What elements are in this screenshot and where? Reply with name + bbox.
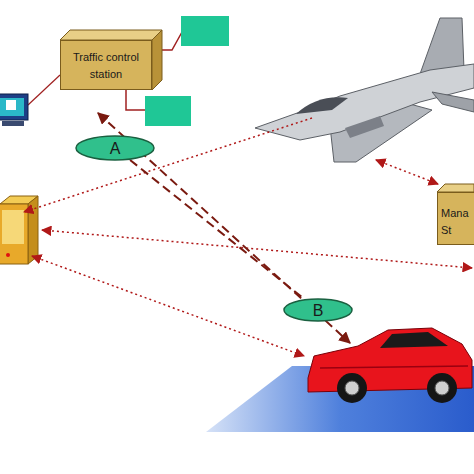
jet-stabilizer (432, 92, 474, 112)
computer-icon (6, 100, 16, 110)
jet-fuselage (255, 64, 474, 140)
callout-ellipse: B (283, 298, 353, 322)
terminal-front (0, 204, 28, 264)
terminal-led (6, 253, 10, 257)
box-top-face (437, 184, 474, 192)
station-wire (162, 32, 182, 50)
car-rim (345, 381, 359, 395)
comm-link (32, 256, 304, 356)
jet-intake (345, 116, 384, 138)
comm-link (24, 118, 312, 212)
box-side-face (152, 30, 162, 90)
callout-letter: A (75, 138, 155, 160)
station-box: Traffic control station (60, 40, 152, 90)
status-panel (181, 16, 229, 46)
ellipse-shape (284, 299, 352, 321)
car-rim (435, 381, 449, 395)
control-link (130, 160, 304, 299)
station-box: Mana St (437, 192, 474, 245)
jet-canopy (296, 97, 348, 114)
ellipse-shape (76, 136, 154, 160)
computer-screen (0, 98, 24, 116)
car-window (380, 332, 448, 348)
comm-link (42, 230, 472, 268)
car-wheel (427, 373, 457, 403)
station-wire (126, 90, 146, 110)
jet-tail-fin (420, 18, 464, 74)
comm-link (376, 160, 438, 184)
callout-letter: B (283, 300, 353, 322)
computer-monitor (0, 94, 28, 120)
station-wire (28, 75, 60, 105)
box-label: Mana St (441, 205, 474, 239)
car-trim (320, 366, 468, 368)
callout-ellipse: A (75, 135, 155, 161)
car-wheel (337, 373, 367, 403)
box-top-face (60, 30, 162, 40)
terminal-screen (2, 210, 24, 244)
status-panel (145, 96, 191, 126)
box-label: Traffic control station (65, 49, 147, 83)
terminal-side (28, 196, 38, 264)
computer-stand (2, 121, 24, 126)
